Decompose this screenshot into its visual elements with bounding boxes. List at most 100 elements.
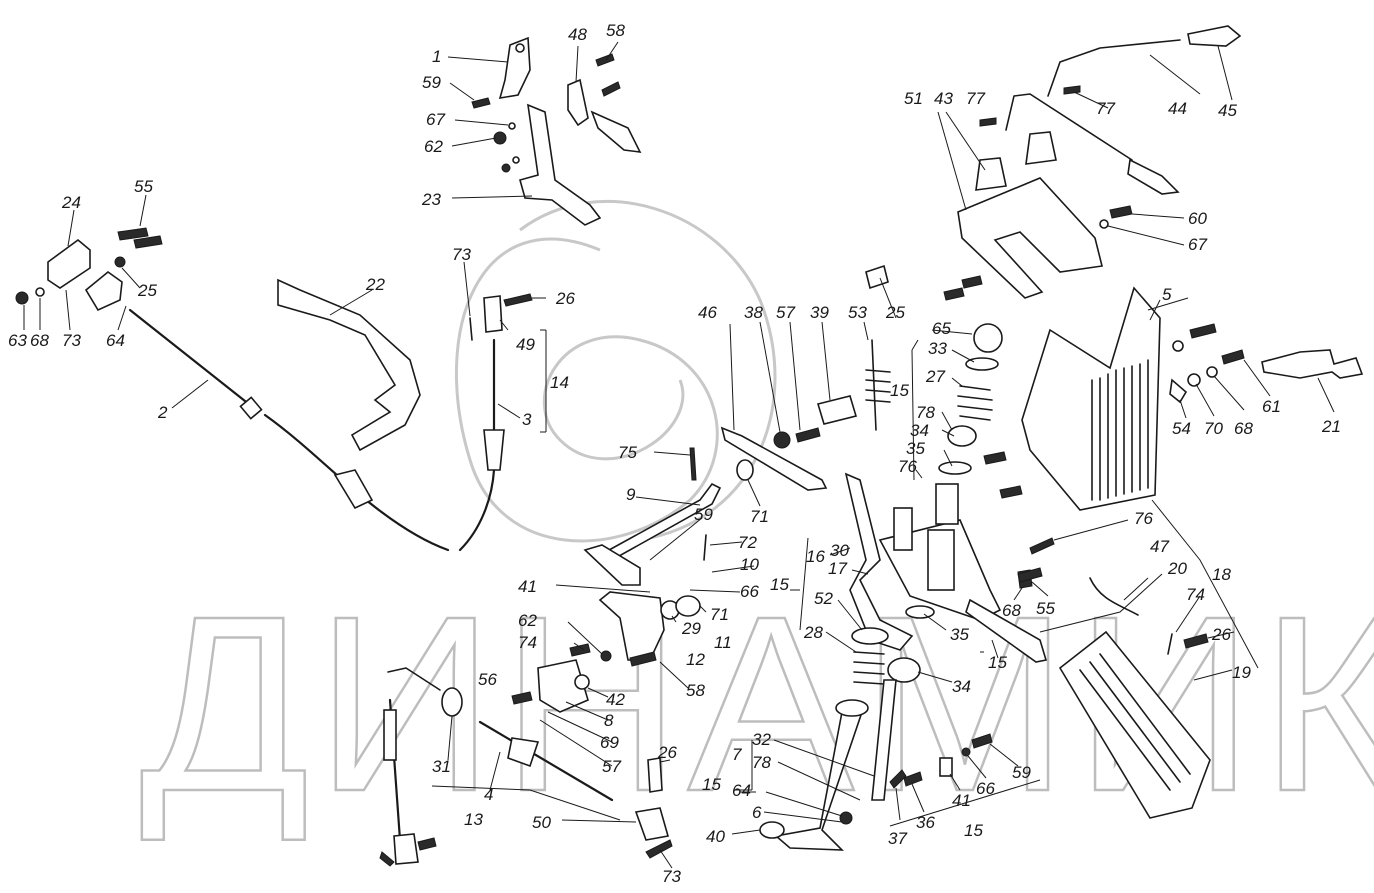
callout-66a: 66 <box>740 582 759 601</box>
part-screw-panel <box>943 287 965 301</box>
part-cable-2 <box>128 308 450 552</box>
part-clip-49 <box>483 295 503 333</box>
callout-13: 13 <box>464 810 483 829</box>
callout-51: 51 <box>904 89 923 108</box>
leader-lines <box>23 41 1335 869</box>
part-cable-4 <box>478 720 614 802</box>
callout-61: 61 <box>1262 397 1281 416</box>
part-bolt-13 <box>417 837 437 851</box>
part-bolt-58 <box>595 53 615 67</box>
callout-17: 17 <box>828 559 847 578</box>
part-washer-68c <box>1206 366 1218 378</box>
callout-71b: 71 <box>710 605 729 624</box>
callout-62a: 62 <box>424 137 443 156</box>
callout-26c: 26 <box>1211 625 1231 644</box>
part-washer-68 <box>35 287 45 297</box>
part-pin-13 <box>379 851 395 867</box>
callout-73a: 73 <box>62 331 81 350</box>
part-washer-panel <box>1172 340 1184 352</box>
part-washer-78 <box>947 425 977 447</box>
part-cable-4-sleeve <box>507 737 540 768</box>
callout-55b: 55 <box>1036 599 1055 618</box>
callout-26b: 26 <box>657 743 677 762</box>
callout-66b: 66 <box>976 779 995 798</box>
part-screw-panel-e <box>1189 323 1217 339</box>
callout-57b: 57 <box>602 757 621 776</box>
callout-18: 18 <box>1212 565 1231 584</box>
part-bolt-55 <box>117 227 149 241</box>
callout-43: 43 <box>934 89 953 108</box>
callout-8: 8 <box>604 711 614 730</box>
part-bushing-30b <box>935 483 959 525</box>
part-bolt-55b <box>133 235 163 249</box>
callout-35a: 35 <box>906 439 925 458</box>
callout-29: 29 <box>681 619 701 638</box>
part-bracket-23 <box>519 103 602 226</box>
part-washer-35b <box>905 605 935 619</box>
callout-41a: 41 <box>518 577 537 596</box>
part-pin-37 <box>889 769 907 789</box>
callout-57a: 57 <box>776 303 795 322</box>
callout-78b: 78 <box>752 753 771 772</box>
callout-15b: 15 <box>770 575 789 594</box>
part-bolt-26b <box>647 757 663 793</box>
callout-41b: 41 <box>952 791 971 810</box>
callout-77a: 77 <box>966 89 985 108</box>
callout-2: 2 <box>157 403 168 422</box>
part-washer-62b <box>512 156 520 164</box>
part-cable-3-boot <box>483 429 505 471</box>
callout-30: 30 <box>830 541 849 560</box>
part-screw-59 <box>471 97 491 109</box>
callout-15a: 15 <box>890 381 909 400</box>
part-bolt-58b <box>601 81 621 97</box>
callout-25a: 25 <box>137 281 157 300</box>
callout-labels: 1 2 3 4 5 6 7 8 9 10 11 12 13 14 15 15 1… <box>8 21 1341 886</box>
part-lever-46 <box>720 426 828 491</box>
part-knob-45 <box>1187 25 1242 47</box>
part-pin-73c <box>645 839 673 859</box>
part-arm-9 <box>583 544 641 586</box>
part-bolt-74 <box>569 643 591 657</box>
part-washer-71 <box>736 459 754 481</box>
callout-59a: 59 <box>422 73 441 92</box>
callout-24: 24 <box>61 193 81 212</box>
part-nut-62c2 <box>600 650 612 662</box>
part-bushing-30c <box>927 529 955 591</box>
callout-50: 50 <box>532 813 551 832</box>
callout-64a: 64 <box>106 331 125 350</box>
part-pin-36 <box>903 771 923 787</box>
callout-53: 53 <box>848 303 867 322</box>
callout-9: 9 <box>626 485 636 504</box>
part-bracket-1 <box>498 36 531 99</box>
callout-69: 69 <box>600 733 619 752</box>
callout-22: 22 <box>365 275 385 294</box>
callout-76b: 76 <box>1134 509 1153 528</box>
part-rod-31 <box>387 667 441 691</box>
part-clevis-50 <box>634 807 670 841</box>
part-bolt-57 <box>795 427 821 443</box>
callout-36: 36 <box>916 813 935 832</box>
part-pedal-bracket-17 <box>844 472 914 651</box>
part-bushing-40 <box>759 821 785 839</box>
part-washer-70 <box>1187 373 1201 387</box>
part-screw-panel-d <box>999 485 1023 499</box>
part-washer-67b <box>1099 219 1109 229</box>
callout-1: 1 <box>432 47 441 66</box>
part-nut-65 <box>973 323 1003 353</box>
callout-28: 28 <box>803 623 823 642</box>
callout-33: 33 <box>928 339 947 358</box>
part-clamp-24 <box>47 238 91 289</box>
part-bracket-25 <box>865 264 889 290</box>
part-bolt-26c <box>1183 633 1209 649</box>
part-knob-45b <box>1127 158 1180 195</box>
part-washer-31 <box>441 687 463 717</box>
part-washer-67 <box>508 122 516 130</box>
callout-67b: 67 <box>1188 235 1207 254</box>
callout-12: 12 <box>686 650 705 669</box>
callout-63: 63 <box>8 331 27 350</box>
part-nut-42 <box>574 674 590 690</box>
callout-15d: 15 <box>702 775 721 794</box>
callout-6: 6 <box>752 803 762 822</box>
part-screw-59c <box>971 733 993 749</box>
